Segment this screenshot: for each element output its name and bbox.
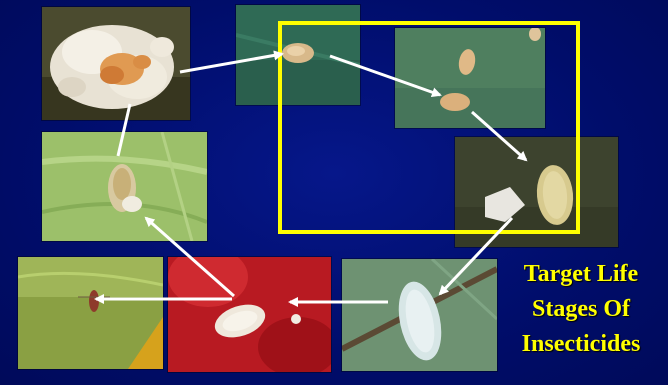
photo-egg-single <box>236 5 360 105</box>
caption: Target Life Stages Of Insecticides <box>496 257 666 362</box>
photo-adult-female-ovisac <box>42 7 190 120</box>
photo-waxy-nymph <box>342 259 497 371</box>
photo-nymph-on-red <box>168 257 331 372</box>
caption-line-3: Insecticides <box>496 327 666 362</box>
photo-winged-male <box>18 257 163 369</box>
photo-eggs-on-leaf <box>395 28 545 128</box>
photo-crawler <box>455 137 618 247</box>
caption-line-2: Stages Of <box>496 292 666 327</box>
photo-nymph-on-leaf <box>42 132 207 241</box>
caption-line-1: Target Life <box>496 257 666 292</box>
